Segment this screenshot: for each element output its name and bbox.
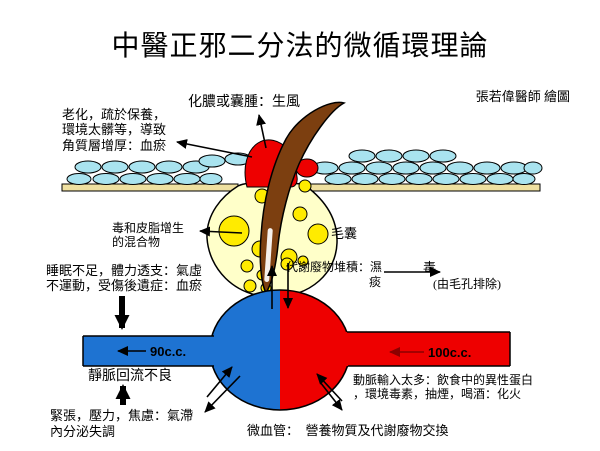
label-artery-input: 動脈輸入太多：飲食中的異性蛋白 ，環境毒素，抽煙，喝酒：化火: [353, 373, 534, 402]
label-toxin: 毒: [423, 260, 437, 275]
label-sebum-mix: 毒和皮脂增生 的混合物: [112, 221, 185, 250]
arrow-blue-exchange-out: [204, 375, 241, 413]
hair-medulla: [264, 228, 273, 282]
label-artery-flow: 100c.c.: [428, 345, 472, 360]
label-waste-2: 痰: [369, 275, 382, 289]
credit-text: 張若偉醫師 繪圖: [475, 89, 570, 104]
annotation-arrows: [176, 114, 441, 413]
label-stress: 緊張，壓力，焦慮：氣滯 內分泌失調: [50, 408, 194, 440]
capillary-bulb-arterial-half: [280, 290, 350, 410]
arrow-sebum-mix: [199, 226, 243, 237]
arrow-red-exchange-out: [319, 381, 343, 411]
label-sleep: 睡眠不足，體力透支：氣虛 不運動，受傷後遺症：血瘀: [46, 263, 203, 294]
arrow-pustule: [256, 114, 267, 149]
venous-tube: [82, 335, 215, 367]
epidermal-cells: [66, 149, 543, 185]
label-vein-flow: 90c.c.: [150, 344, 187, 359]
page-title: 中醫正邪二分法的微循環理論: [111, 31, 489, 62]
label-pustule: 化膿或囊腫：生風: [188, 95, 300, 110]
label-follicle: 毛囊: [331, 226, 358, 241]
arterial-tube: [345, 331, 511, 367]
capillary-bulb-venous-half: [210, 290, 280, 410]
bold-arrows: [114, 296, 131, 405]
label-venous-return: 靜脈回流不良: [88, 369, 172, 384]
arrow-aging: [176, 139, 253, 158]
label-capillary: 微血管： 營養物質及代謝廢物交換: [247, 423, 449, 438]
label-pore-exit: (由毛孔排除): [433, 277, 501, 291]
arrow-blue-exchange-in: [206, 366, 233, 398]
label-aging: 老化，疏於保養， 環境太髒等，導致 角質層增厚：血瘀: [62, 107, 167, 153]
arrow-red-exchange-in: [316, 373, 343, 402]
label-waste: 代謝廢物堆積：濕: [286, 260, 383, 274]
